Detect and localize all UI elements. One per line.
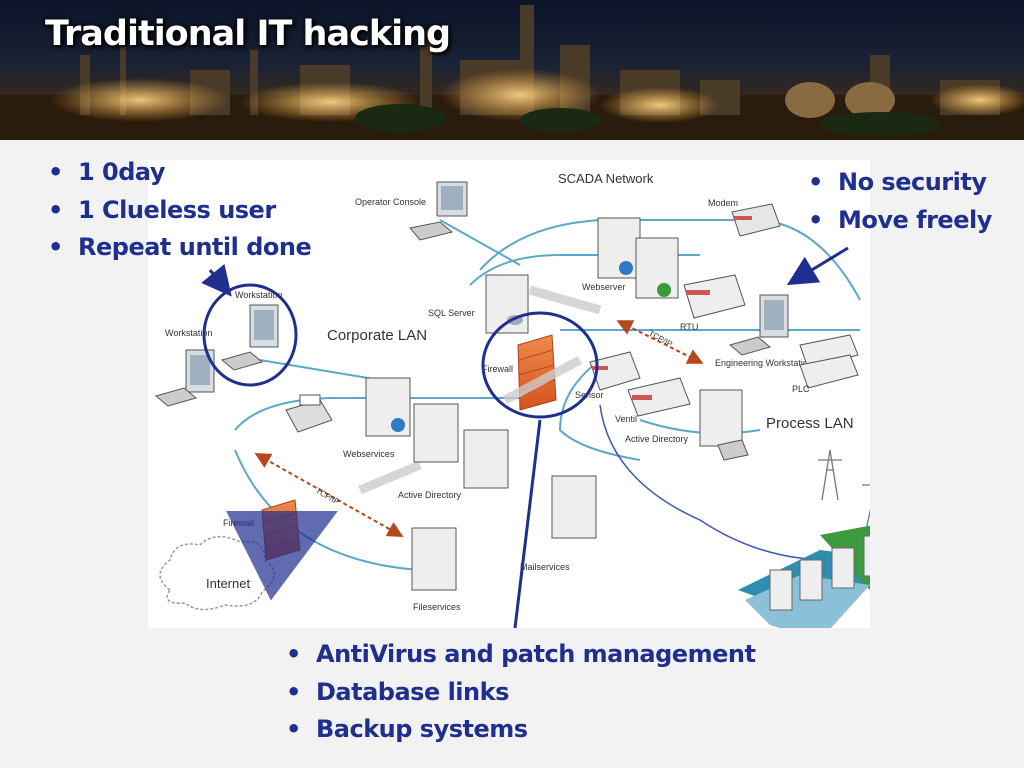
ventil-label: Ventil xyxy=(615,414,637,424)
highlight-annotations xyxy=(201,246,849,628)
firewall-outer-label: Firewall xyxy=(223,518,254,528)
bullet-item: 1 Clueless user xyxy=(44,192,311,230)
bullet-item: No security xyxy=(804,164,992,202)
firewall-highlight-ring xyxy=(481,311,599,419)
tcpip-label-scada: TCP/IP xyxy=(647,329,674,349)
workstation-highlight-ring xyxy=(202,283,298,387)
rtu-label: RTU xyxy=(680,322,698,332)
mailservices-icon xyxy=(551,475,597,539)
fileservices-label: Fileservices xyxy=(413,602,461,612)
scada-network-label: SCADA Network xyxy=(558,171,654,186)
sql-server-label: SQL Server xyxy=(428,308,475,318)
ventil-icon xyxy=(627,377,691,417)
process-lan-label: Process LAN xyxy=(766,415,854,432)
webservices-icon xyxy=(365,377,411,437)
bullet-item: Database links xyxy=(282,674,755,712)
modem-icon xyxy=(731,203,781,237)
bullet-item: Repeat until done xyxy=(44,229,312,267)
bullets-bottom: AntiVirus and patch management Database … xyxy=(282,636,756,749)
corporate-lan-label: Corporate LAN xyxy=(327,327,427,344)
plc-label: PLC xyxy=(792,384,810,394)
workstation-left-label: Workstation xyxy=(165,328,212,338)
active-directory-corp-icon xyxy=(413,403,509,489)
rtu-icon xyxy=(683,274,746,319)
power-pylon-icon xyxy=(818,449,870,531)
plc-icon xyxy=(799,334,859,389)
bullet-item: Backup systems xyxy=(282,711,755,749)
header-banner: Traditional IT hacking xyxy=(0,0,1024,140)
engineering-workstation-label: Engineering Workstation xyxy=(715,358,813,368)
mailservices-label: Mailservices xyxy=(520,562,570,572)
operator-console-label: Operator Console xyxy=(355,197,426,207)
fileservices-icon xyxy=(411,527,457,591)
active-directory-scada-icon xyxy=(699,389,749,461)
operator-console-icon xyxy=(409,181,468,241)
bullet-item: 1 0day xyxy=(44,154,311,192)
bullet-item: AntiVirus and patch management xyxy=(282,636,756,674)
bullets-top-right: No security Move freely xyxy=(804,164,992,239)
active-directory-scada-label: Active Directory xyxy=(625,434,689,444)
process-line xyxy=(599,404,831,561)
modem-label: Modem xyxy=(708,198,738,208)
bullets-top-left: 1 0day 1 Clueless user Repeat until done xyxy=(44,154,312,267)
bullet-item: Move freely xyxy=(804,202,992,240)
workstation-top-label: Workstation xyxy=(235,290,282,300)
tcpip-label-corp: TCP/IP xyxy=(314,486,341,507)
engineering-workstation-icon xyxy=(728,294,789,356)
webservices-label: Webservices xyxy=(343,449,395,459)
sensor-label: Sensor xyxy=(575,390,604,400)
internet-label: Internet xyxy=(206,576,250,591)
printer-icon xyxy=(285,394,333,433)
firewall-inner-label: Firewall xyxy=(482,364,513,374)
workstation-top-icon xyxy=(220,304,279,371)
network-links xyxy=(234,219,861,571)
slide-title: Traditional IT hacking xyxy=(45,14,451,54)
webserver-label: Webserver xyxy=(582,282,625,292)
refinery-night-skyline-image xyxy=(0,5,1024,140)
workstation-left-icon xyxy=(154,349,215,407)
hydro-dam-illustration xyxy=(738,525,870,628)
active-directory-corp-label: Active Directory xyxy=(398,490,462,500)
webserver-scada-icon xyxy=(597,217,679,299)
